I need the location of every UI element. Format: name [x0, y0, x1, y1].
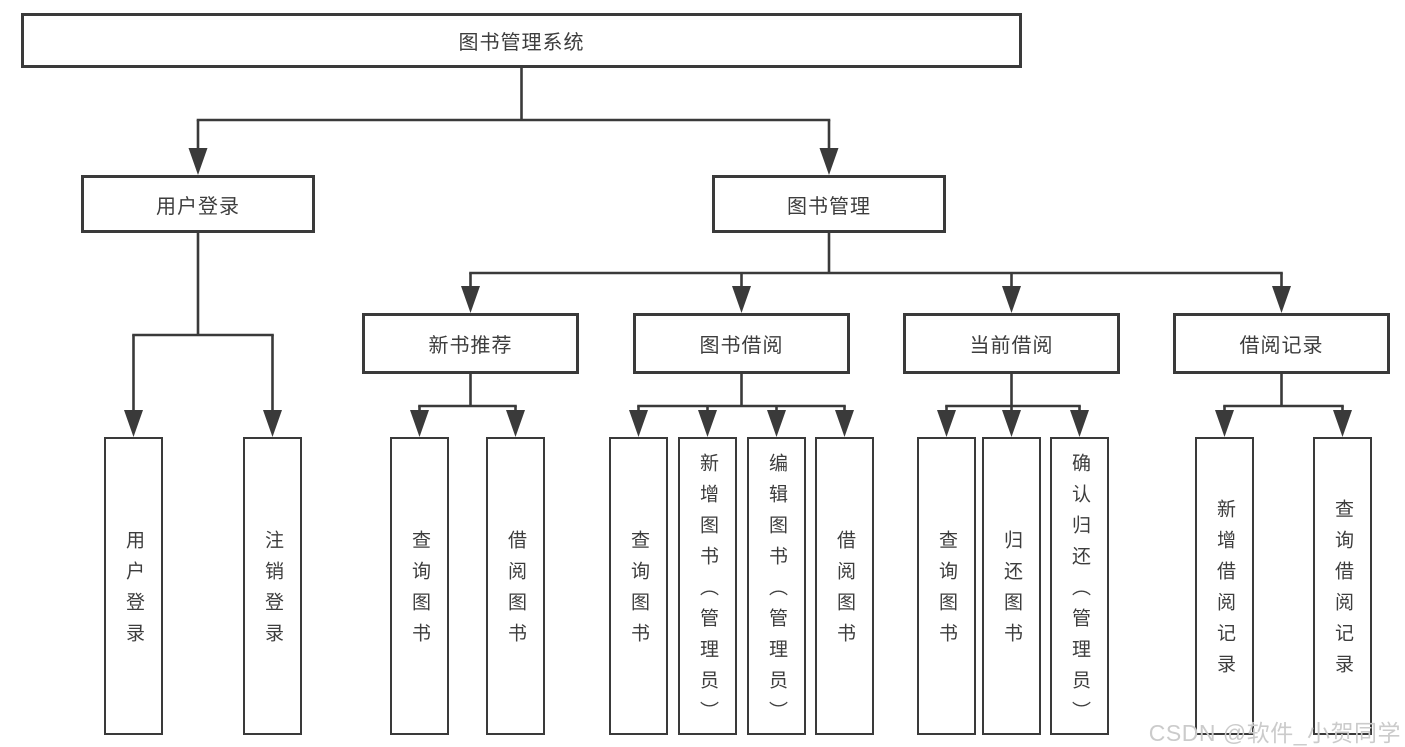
leaf-label: 借阅图书: [505, 530, 526, 654]
leaf-add-borrow-record: 新增借阅记录: [1195, 437, 1254, 735]
leaf-label: 注销登录: [262, 530, 283, 654]
node-label: 图书管理系统: [458, 32, 585, 54]
leaf-edit-books-admin: 编辑图书（管理员）: [747, 437, 806, 735]
leaf-add-books-admin: 新增图书（管理员）: [678, 437, 737, 735]
leaf-label: 查询图书: [628, 530, 649, 654]
leaf-return-books: 归还图书: [982, 437, 1041, 735]
leaf-label: 新增图书（管理员）: [697, 452, 718, 732]
leaf-user-login: 用户登录: [104, 437, 163, 735]
node-label: 当前借阅: [969, 335, 1054, 357]
node-new-book-recommend: 新书推荐: [362, 313, 579, 374]
node-label: 借阅记录: [1239, 335, 1324, 357]
leaf-label: 编辑图书（管理员）: [766, 452, 787, 732]
node-library-management-system: 图书管理系统: [21, 13, 1022, 68]
leaf-query-books-2: 查询图书: [609, 437, 668, 735]
node-book-management: 图书管理: [712, 175, 946, 233]
leaf-label: 查询图书: [936, 530, 957, 654]
node-label: 图书管理: [787, 195, 871, 218]
leaf-label: 查询图书: [409, 530, 430, 654]
leaf-logout: 注销登录: [243, 437, 302, 735]
node-label: 图书借阅: [699, 335, 784, 357]
leaf-borrow-books-2: 借阅图书: [815, 437, 874, 735]
leaf-query-books-1: 查询图书: [390, 437, 449, 735]
leaf-label: 归还图书: [1001, 530, 1022, 654]
leaf-label: 用户登录: [123, 530, 144, 654]
leaf-label: 查询借阅记录: [1332, 499, 1353, 685]
node-label: 用户登录: [156, 195, 240, 218]
node-book-borrow: 图书借阅: [633, 313, 850, 374]
leaf-confirm-return-admin: 确认归还（管理员）: [1050, 437, 1109, 735]
leaf-label: 借阅图书: [834, 530, 855, 654]
node-label: 新书推荐: [428, 335, 513, 357]
leaf-query-borrow-record: 查询借阅记录: [1313, 437, 1372, 735]
watermark: CSDN @软件_小贺同学: [1148, 720, 1401, 746]
leaf-label: 确认归还（管理员）: [1069, 452, 1090, 732]
leaf-borrow-books-1: 借阅图书: [486, 437, 545, 735]
node-current-borrow: 当前借阅: [903, 313, 1120, 374]
node-user-login: 用户登录: [81, 175, 315, 233]
node-borrow-records: 借阅记录: [1173, 313, 1390, 374]
leaf-label: 新增借阅记录: [1214, 499, 1235, 685]
leaf-query-books-3: 查询图书: [917, 437, 976, 735]
